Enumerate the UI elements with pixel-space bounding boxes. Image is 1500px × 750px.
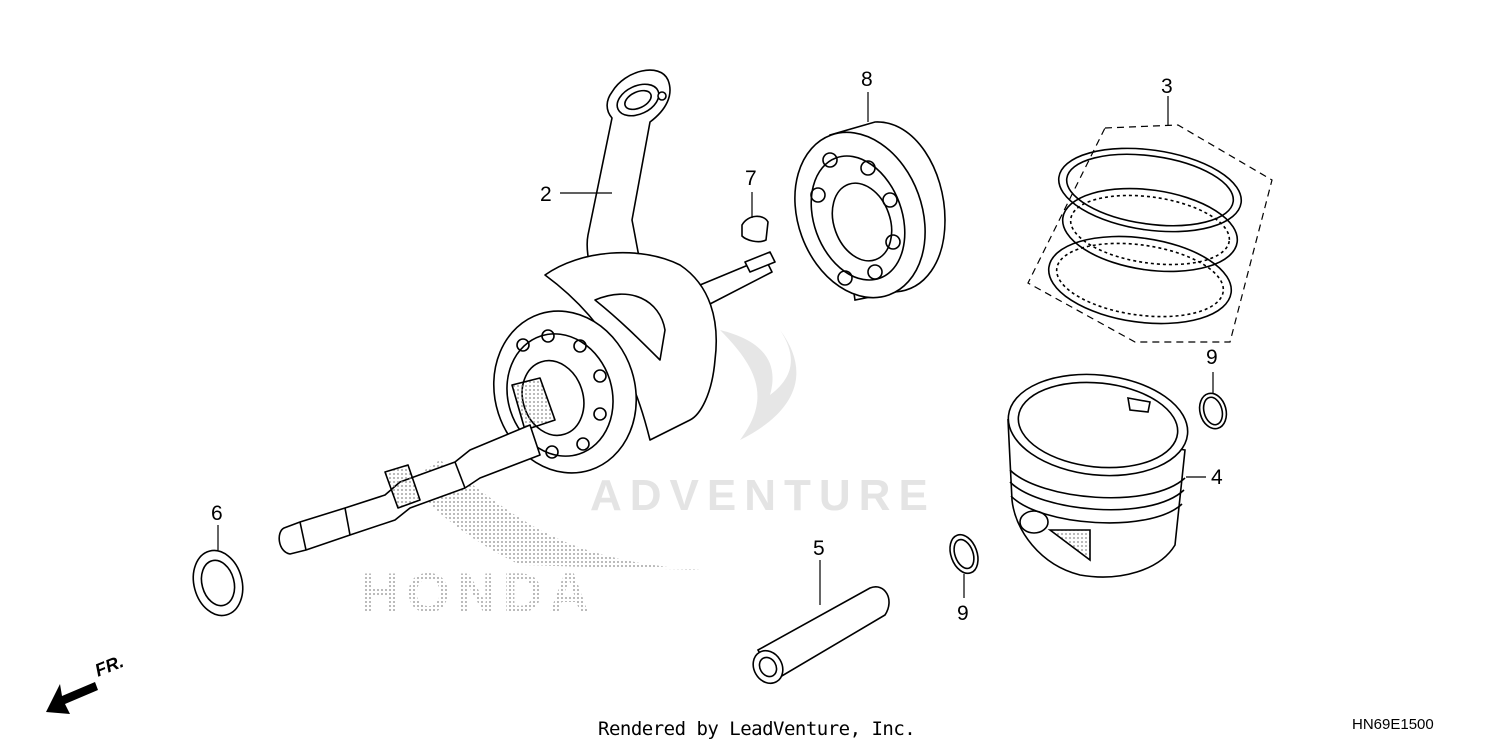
- watermark-honda: HONDA: [360, 561, 595, 624]
- washer[interactable]: [186, 545, 249, 621]
- callout-9-right: 9: [1206, 346, 1218, 369]
- bearing[interactable]: [773, 114, 948, 316]
- piston[interactable]: [1003, 366, 1192, 578]
- callout-8: 8: [861, 68, 873, 91]
- diagram-code: HN69E1500: [1352, 716, 1434, 733]
- crankshaft-assembly[interactable]: [278, 69, 776, 555]
- circlip-right[interactable]: [1196, 390, 1230, 432]
- woodruff-key[interactable]: [741, 215, 769, 243]
- timing-gear: [511, 377, 556, 431]
- callout-4: 4: [1211, 466, 1223, 489]
- callout-7: 7: [745, 167, 757, 190]
- footer-credit: Rendered by LeadVenture, Inc.: [598, 718, 916, 740]
- watermark-adventure: ADVENTURE: [590, 471, 936, 520]
- leader-lines: [217, 92, 1214, 605]
- honda-wing-logo: [410, 460, 700, 570]
- callout-2: 2: [540, 183, 552, 206]
- piston-pin[interactable]: [747, 586, 890, 689]
- watermark: HONDA ADVENTURE: [360, 330, 936, 624]
- front-arrow-icon: [46, 682, 98, 714]
- callout-5: 5: [813, 537, 825, 560]
- callout-9-left: 9: [957, 602, 969, 625]
- flame-mark: [720, 330, 797, 440]
- piston-ring-set[interactable]: [1027, 124, 1273, 343]
- callout-6: 6: [211, 502, 223, 525]
- circlip-left[interactable]: [945, 531, 983, 577]
- callout-3: 3: [1161, 75, 1173, 98]
